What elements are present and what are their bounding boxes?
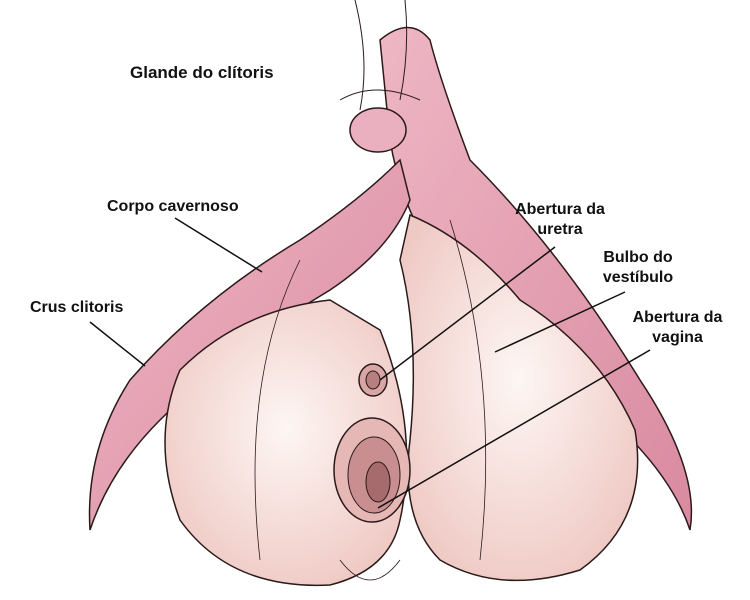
label-glans: Glande do clítoris [130, 63, 274, 82]
label-vaginal-opening: Abertura da vagina [620, 308, 735, 348]
label-line: Bulbo do [603, 249, 673, 266]
label-line: Abertura da [515, 201, 605, 218]
glans [349, 107, 407, 153]
right-vestibular-bulb [399, 213, 639, 582]
label-line: uretra [537, 221, 583, 238]
label-corpus-cavernosum: Corpo cavernoso [107, 198, 239, 215]
label-urethral-opening: Abertura da uretra [505, 200, 615, 240]
label-line: vestíbulo [602, 269, 674, 286]
label-line: Abertura da [632, 309, 723, 326]
leader-lines [89, 217, 651, 509]
label-crus: Crus clitoris [30, 299, 124, 316]
label-vestibular-bulb: Bulbo do vestíbulo [588, 248, 688, 288]
left-crus [88, 158, 411, 531]
label-line: vagina [652, 329, 703, 346]
